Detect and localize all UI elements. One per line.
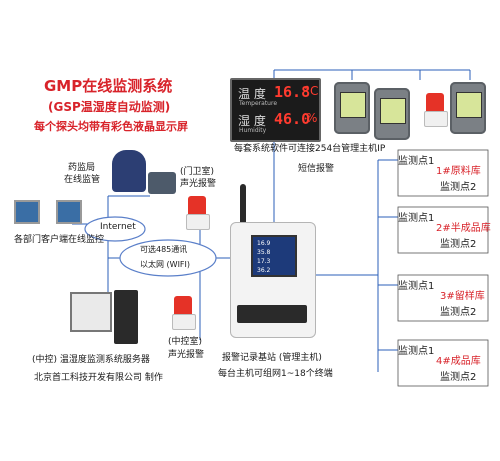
host-screen-value: 17.3 bbox=[257, 258, 271, 265]
guard-alarm-label: 声光报警 bbox=[180, 179, 217, 189]
control-alarm-label: 声光报警 bbox=[168, 350, 205, 360]
officer-icon bbox=[112, 150, 146, 192]
group-1-point-1: 监测点1 bbox=[398, 156, 435, 167]
group-4-point-2: 监测点2 bbox=[440, 372, 477, 383]
server-monitor-icon bbox=[70, 292, 112, 332]
server-label: (中控) 温湿度监测系统服务器 bbox=[32, 355, 150, 365]
main-host-device: 16.9 35.8 17.3 36.2 bbox=[230, 222, 316, 338]
led-temp-value: 16.8 bbox=[274, 83, 311, 101]
host-label: 报警记录基站 (管理主机) bbox=[222, 353, 322, 363]
sms-alarm-label: 短信报警 bbox=[298, 164, 335, 174]
group-2-name: 2#半成品库 bbox=[436, 223, 491, 234]
internet-label: Internet bbox=[100, 222, 136, 232]
host-screen-value: 16.9 bbox=[257, 240, 271, 247]
group-3-name: 3#留样库 bbox=[440, 291, 485, 302]
page-subtitle-2: 每个探头均带有彩色液晶显示屏 bbox=[34, 120, 188, 133]
group-1-name: 1#原料库 bbox=[436, 166, 481, 177]
probe-alarm-icon bbox=[424, 93, 448, 127]
network-label-2: 以太网 (WIFI) bbox=[140, 260, 191, 269]
group-4-name: 4#成品库 bbox=[436, 356, 481, 367]
network-cloud bbox=[119, 239, 217, 277]
led-hum-label: 湿 度 bbox=[238, 114, 266, 128]
client-pc-icon bbox=[56, 200, 82, 224]
page-title: GMP在线监测系统 bbox=[44, 77, 173, 95]
guard-room-label: (门卫室) bbox=[180, 167, 215, 177]
host-base-band bbox=[237, 305, 307, 323]
fda-label-2: 在线监管 bbox=[64, 175, 101, 185]
software-caption: 每套系统软件可连接254台管理主机IP bbox=[234, 144, 386, 154]
antenna-icon bbox=[240, 184, 246, 226]
led-hum-unit: % bbox=[306, 111, 318, 125]
probe-screen-icon bbox=[380, 98, 406, 124]
maker-label: 北京首工科技开发有限公司 制作 bbox=[34, 373, 163, 383]
group-3-point-1: 监测点1 bbox=[398, 281, 435, 292]
guard-alarm-icon bbox=[186, 196, 210, 230]
host-screen: 16.9 35.8 17.3 36.2 bbox=[251, 235, 297, 277]
control-room-label: (中控室) bbox=[168, 337, 203, 347]
host-screen-value: 36.2 bbox=[257, 267, 271, 274]
probe-device-2 bbox=[374, 88, 410, 140]
network-label-1: 可选485通讯 bbox=[140, 245, 188, 254]
clients-label: 各部门客户端在线监控 bbox=[14, 235, 105, 245]
host-screen-value: 35.8 bbox=[257, 249, 271, 256]
group-3-point-2: 监测点2 bbox=[440, 307, 477, 318]
led-temp-unit: °C bbox=[304, 84, 319, 98]
server-tower-icon bbox=[114, 290, 138, 344]
internet-cloud bbox=[84, 216, 146, 242]
group-4-point-1: 监测点1 bbox=[398, 346, 435, 357]
led-hum-en: Humidity bbox=[239, 127, 267, 134]
group-2-point-1: 监测点1 bbox=[398, 213, 435, 224]
led-temp-label: 温 度 bbox=[238, 87, 266, 101]
probe-screen-icon bbox=[456, 92, 482, 118]
led-display: 温 度 Temperature 16.8 °C 湿 度 Humidity 46.… bbox=[230, 78, 321, 142]
probe-screen-icon bbox=[340, 92, 366, 118]
client-pc-icon bbox=[14, 200, 40, 224]
host-capacity-label: 每台主机可组网1~18个终端 bbox=[218, 369, 333, 379]
led-hum-value: 46.0 bbox=[274, 110, 311, 128]
probe-device-1 bbox=[334, 82, 370, 134]
control-alarm-icon bbox=[172, 296, 196, 330]
group-1-point-2: 监测点2 bbox=[440, 182, 477, 193]
page-subtitle: (GSP温湿度自动监测) bbox=[48, 100, 171, 114]
group-2-point-2: 监测点2 bbox=[440, 239, 477, 250]
officer-computer-icon bbox=[148, 172, 176, 194]
led-temp-en: Temperature bbox=[239, 100, 278, 107]
fda-label: 药监局 bbox=[68, 163, 96, 173]
probe-device-3 bbox=[450, 82, 486, 134]
